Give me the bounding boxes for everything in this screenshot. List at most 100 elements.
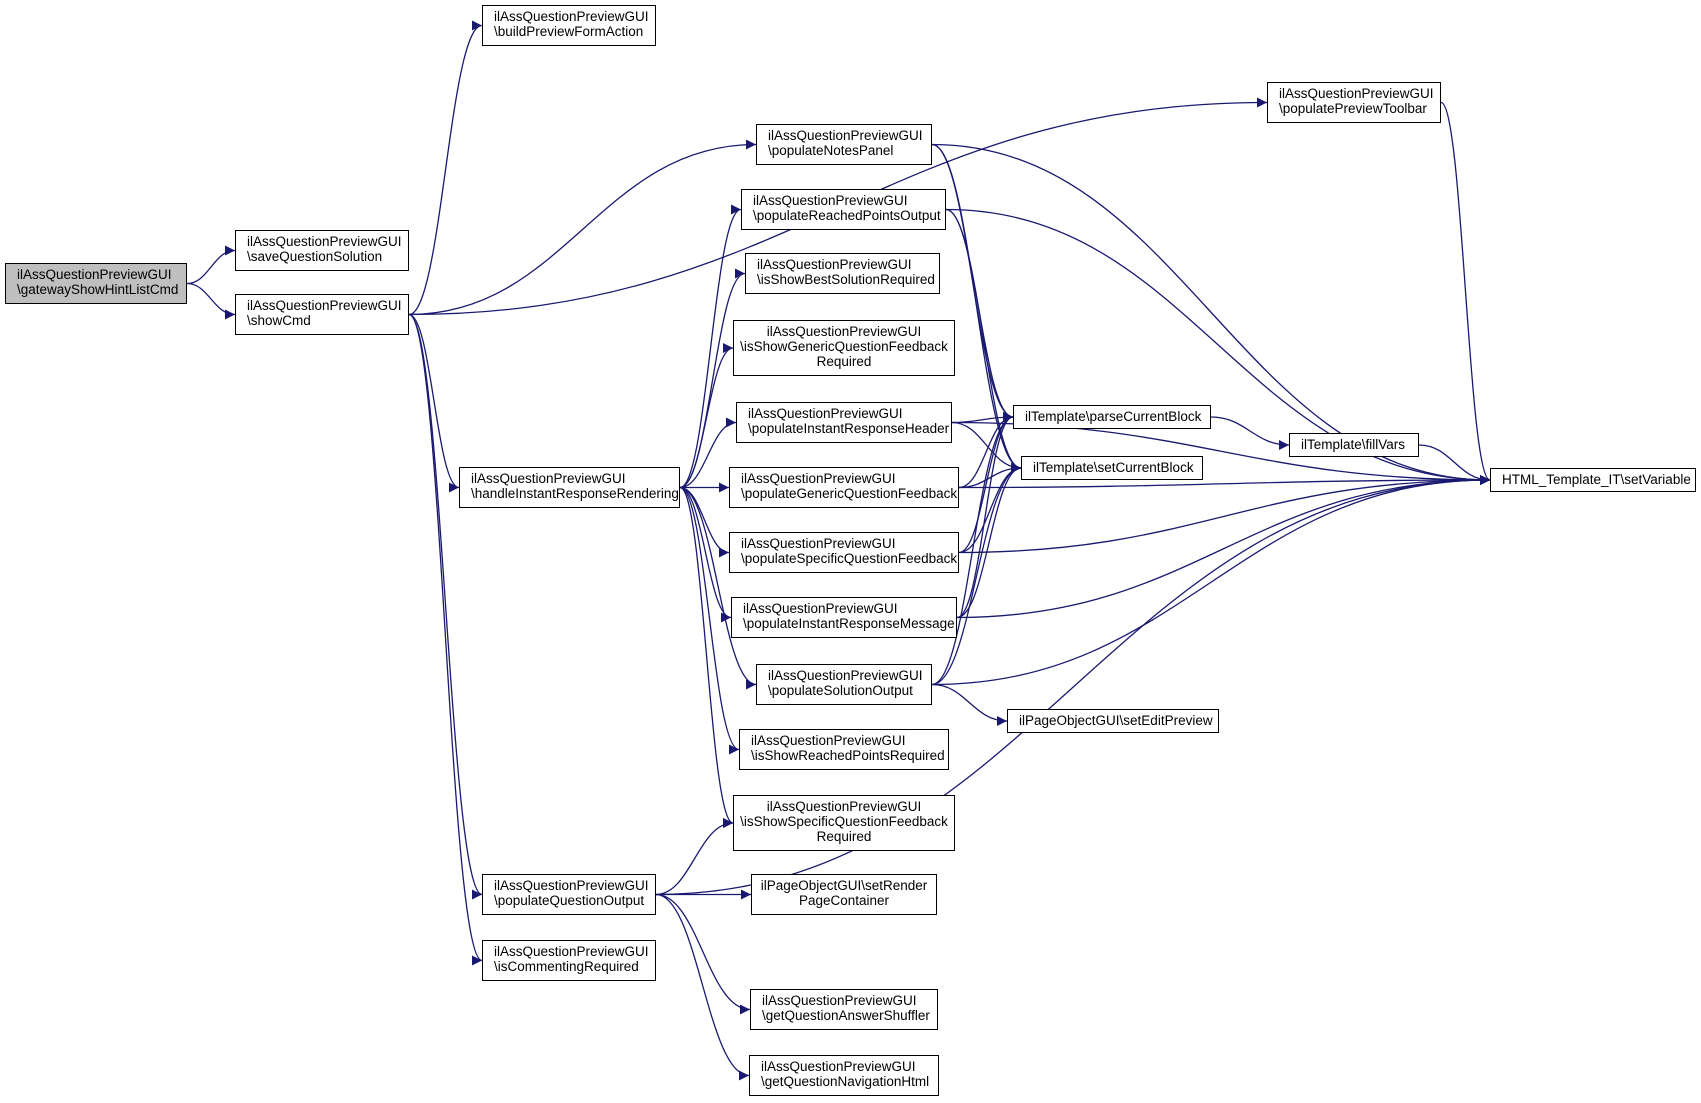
node-toolbar[interactable]: ilAssQuestionPreviewGUI \populatePreview… bbox=[1267, 82, 1441, 123]
node-label-line: ilAssQuestionPreviewGUI bbox=[741, 536, 896, 551]
edge-handleIR-to-specificReq bbox=[679, 486, 734, 828]
node-label-line: Required bbox=[816, 829, 872, 844]
node-label-line: \gatewayShowHintListCmd bbox=[17, 282, 179, 297]
node-label-line: \populateQuestionOutput bbox=[494, 893, 645, 908]
edge-handleIR-to-bestSol bbox=[679, 268, 746, 489]
node-showCmd[interactable]: ilAssQuestionPreviewGUI \showCmd bbox=[235, 294, 409, 335]
edge-showCmd-to-handleIR bbox=[408, 313, 460, 493]
node-label-line: \showCmd bbox=[247, 313, 311, 328]
edge-reached-to-setVar bbox=[945, 208, 1491, 485]
edge-specificFb-to-parseBlock bbox=[958, 412, 1014, 554]
node-reachedReq[interactable]: ilAssQuestionPreviewGUI \isShowReachedPo… bbox=[739, 729, 949, 770]
node-label-line: \isShowGenericQuestionFeedback bbox=[740, 339, 948, 354]
edge-solOut-to-editPreview bbox=[931, 683, 1008, 726]
node-specificReq[interactable]: ilAssQuestionPreviewGUI \isShowSpecificQ… bbox=[733, 795, 955, 851]
edge-handleIR-to-reached bbox=[679, 204, 742, 489]
edge-handleIR-to-irMessage bbox=[679, 486, 732, 623]
edge-qOutput-to-specificReq bbox=[655, 818, 734, 896]
edge-irHeader-to-parseBlock bbox=[951, 412, 1014, 424]
node-setBlock[interactable]: ilTemplate\setCurrentBlock bbox=[1021, 456, 1203, 480]
node-parseBlock[interactable]: ilTemplate\parseCurrentBlock bbox=[1013, 405, 1211, 429]
node-label-line: ilTemplate\parseCurrentBlock bbox=[1025, 409, 1202, 424]
edge-irHeader-to-setBlock bbox=[951, 421, 1022, 473]
node-fillVars[interactable]: ilTemplate\fillVars bbox=[1289, 433, 1419, 457]
node-bestSol[interactable]: ilAssQuestionPreviewGUI \isShowBestSolut… bbox=[745, 253, 940, 294]
node-label-line: ilTemplate\setCurrentBlock bbox=[1033, 460, 1194, 475]
node-label-line: ilAssQuestionPreviewGUI bbox=[1279, 86, 1434, 101]
node-label-line: ilAssQuestionPreviewGUI bbox=[494, 944, 649, 959]
node-solOut[interactable]: ilAssQuestionPreviewGUI \populateSolutio… bbox=[756, 664, 932, 705]
edge-qOutput-to-shuffler bbox=[655, 893, 751, 1015]
node-genericReq[interactable]: ilAssQuestionPreviewGUI \isShowGenericQu… bbox=[733, 320, 955, 376]
node-label-line: ilAssQuestionPreviewGUI bbox=[471, 471, 626, 486]
edge-parseBlock-to-fillVars bbox=[1210, 416, 1290, 450]
node-specificFb[interactable]: ilAssQuestionPreviewGUI \populateSpecifi… bbox=[729, 532, 959, 573]
node-label-line: ilAssQuestionPreviewGUI bbox=[247, 234, 402, 249]
node-label-line: \isCommentingRequired bbox=[494, 959, 639, 974]
node-shuffler[interactable]: ilAssQuestionPreviewGUI \getQuestionAnsw… bbox=[750, 989, 938, 1030]
node-label-line: ilAssQuestionPreviewGUI bbox=[768, 128, 923, 143]
edge-showCmd-to-qOutput bbox=[408, 313, 483, 900]
node-gateway[interactable]: ilAssQuestionPreviewGUI \gatewayShowHint… bbox=[5, 263, 187, 304]
node-label-line: ilTemplate\fillVars bbox=[1301, 437, 1406, 452]
node-label-line: ilAssQuestionPreviewGUI bbox=[761, 1059, 916, 1074]
edge-qOutput-to-setVar bbox=[655, 475, 1491, 896]
node-qOutput[interactable]: ilAssQuestionPreviewGUI \populateQuestio… bbox=[482, 874, 656, 915]
edge-toolbar-to-setVar bbox=[1440, 101, 1491, 485]
node-label-line: \isShowReachedPointsRequired bbox=[751, 748, 945, 763]
node-genericFb[interactable]: ilAssQuestionPreviewGUI \populateGeneric… bbox=[729, 467, 959, 508]
node-label-line: ilAssQuestionPreviewGUI bbox=[757, 257, 912, 272]
node-label-line: \populateReachedPointsOutput bbox=[753, 208, 941, 223]
node-label-line: HTML_Template_IT\setVariable bbox=[1502, 472, 1691, 487]
node-label-line: \getQuestionAnswerShuffler bbox=[762, 1008, 930, 1023]
node-label-line: \saveQuestionSolution bbox=[247, 249, 383, 264]
edge-gateway-to-saveSol bbox=[186, 245, 236, 285]
edge-solOut-to-parseBlock bbox=[931, 412, 1014, 686]
edge-gateway-to-showCmd bbox=[186, 282, 236, 320]
node-label-line: \populateNotesPanel bbox=[768, 143, 894, 158]
node-label-line: ilAssQuestionPreviewGUI bbox=[766, 799, 922, 814]
node-label-line: \buildPreviewFormAction bbox=[494, 24, 644, 39]
node-irMessage[interactable]: ilAssQuestionPreviewGUI \populateInstant… bbox=[731, 597, 957, 638]
edge-showCmd-to-commenting bbox=[408, 313, 483, 966]
node-navHtml[interactable]: ilAssQuestionPreviewGUI \getQuestionNavi… bbox=[749, 1055, 939, 1096]
node-irHeader[interactable]: ilAssQuestionPreviewGUI \populateInstant… bbox=[736, 402, 952, 443]
node-notes[interactable]: ilAssQuestionPreviewGUI \populateNotesPa… bbox=[756, 124, 932, 165]
node-label-line: ilAssQuestionPreviewGUI bbox=[743, 601, 898, 616]
edge-reached-to-setBlock bbox=[945, 208, 1022, 473]
edge-irMessage-to-setBlock bbox=[956, 463, 1022, 619]
node-editPreview[interactable]: ilPageObjectGUI\setEditPreview bbox=[1007, 709, 1219, 733]
node-handleIR[interactable]: ilAssQuestionPreviewGUI \handleInstantRe… bbox=[459, 467, 680, 508]
node-label-line: \isShowSpecificQuestionFeedback bbox=[740, 814, 948, 829]
node-label-line: ilAssQuestionPreviewGUI bbox=[741, 471, 896, 486]
edge-handleIR-to-specificFb bbox=[679, 486, 730, 558]
edge-fillVars-to-setVar bbox=[1418, 444, 1491, 485]
edge-solOut-to-setVar bbox=[931, 475, 1491, 686]
node-label-line: \isShowBestSolutionRequired bbox=[757, 272, 935, 287]
node-label-line: \populateInstantResponseMessage bbox=[743, 616, 955, 631]
node-label-line: ilAssQuestionPreviewGUI bbox=[247, 298, 402, 313]
node-label-line: ilAssQuestionPreviewGUI bbox=[762, 993, 917, 1008]
node-label-line: \populateSolutionOutput bbox=[768, 683, 913, 698]
node-label-line: ilPageObjectGUI\setRender bbox=[760, 878, 928, 893]
node-label-line: ilAssQuestionPreviewGUI bbox=[766, 324, 922, 339]
node-buildForm[interactable]: ilAssQuestionPreviewGUI \buildPreviewFor… bbox=[482, 5, 656, 46]
node-label-line: ilAssQuestionPreviewGUI bbox=[751, 733, 906, 748]
edge-handleIR-to-irHeader bbox=[679, 417, 737, 489]
node-label-line: \getQuestionNavigationHtml bbox=[761, 1074, 930, 1089]
edge-handleIR-to-reachedReq bbox=[679, 486, 740, 755]
node-reached[interactable]: ilAssQuestionPreviewGUI \populateReached… bbox=[741, 189, 946, 230]
edge-solOut-to-setBlock bbox=[931, 463, 1022, 686]
node-label-line: ilPageObjectGUI\setEditPreview bbox=[1019, 713, 1213, 728]
node-commenting[interactable]: ilAssQuestionPreviewGUI \isCommentingReq… bbox=[482, 940, 656, 981]
node-label-line: ilAssQuestionPreviewGUI bbox=[753, 193, 908, 208]
node-renderPC[interactable]: ilPageObjectGUI\setRender PageContainer bbox=[751, 874, 937, 915]
node-saveSol[interactable]: ilAssQuestionPreviewGUI \saveQuestionSol… bbox=[235, 230, 409, 271]
edge-irMessage-to-parseBlock bbox=[956, 412, 1014, 619]
node-label-line: \populateGenericQuestionFeedback bbox=[741, 486, 958, 501]
edge-showCmd-to-notes bbox=[408, 139, 757, 316]
node-label-line: ilAssQuestionPreviewGUI bbox=[768, 668, 923, 683]
node-setVar[interactable]: HTML_Template_IT\setVariable bbox=[1490, 468, 1696, 492]
node-label-line: ilAssQuestionPreviewGUI bbox=[748, 406, 903, 421]
